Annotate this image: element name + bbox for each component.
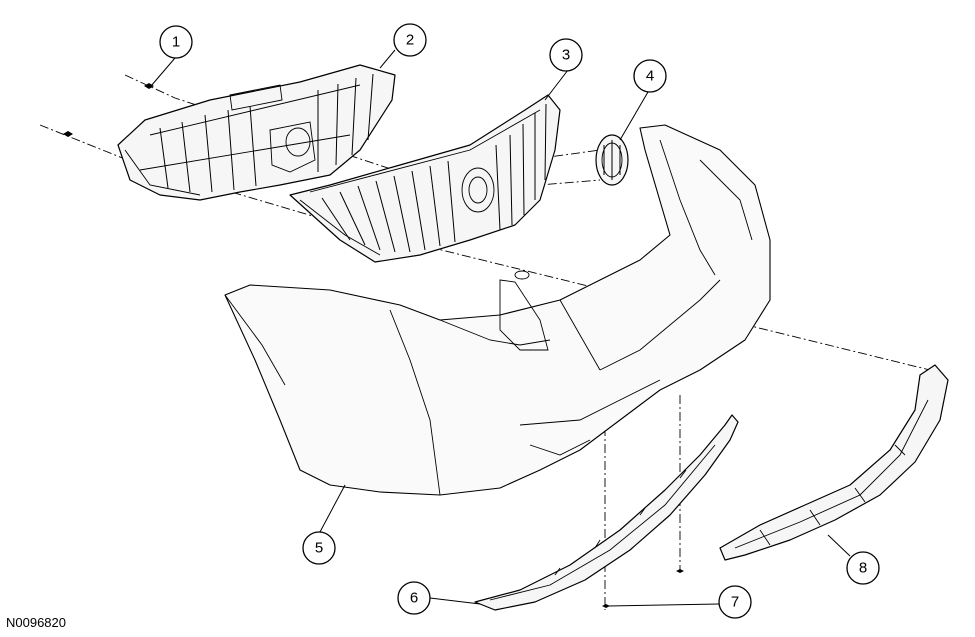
emblem — [595, 134, 629, 186]
callout-4: 4 — [633, 59, 667, 93]
figure-id: N0096820 — [6, 615, 66, 630]
callout-8-number: 8 — [859, 560, 867, 577]
callout-4-number: 4 — [646, 68, 654, 85]
callout-2-number: 2 — [406, 32, 414, 49]
grille-reinforcement — [117, 64, 396, 201]
callout-1: 1 — [159, 25, 193, 59]
callout-6: 6 — [397, 581, 431, 615]
grille-slats — [321, 103, 547, 253]
callout-7: 7 — [718, 585, 752, 619]
callout-8: 8 — [846, 551, 880, 585]
pin-retainer-1 — [144, 83, 154, 89]
callout-5-number: 5 — [315, 540, 323, 557]
callout-3-number: 3 — [562, 47, 570, 64]
radiator-grille — [289, 94, 561, 263]
callout-6-number: 6 — [410, 590, 418, 607]
screw-7a — [602, 604, 610, 608]
callout-7-number: 7 — [731, 594, 739, 611]
bumper-cover — [224, 124, 771, 496]
reinforcement-slats — [159, 73, 374, 193]
pin-retainer-1b — [63, 131, 73, 137]
callout-2: 2 — [393, 23, 427, 57]
leader-lines — [150, 49, 851, 607]
callout-1-number: 1 — [172, 34, 180, 51]
bumper-support — [719, 364, 949, 561]
screw-7b — [676, 569, 684, 573]
air-deflector — [474, 414, 739, 611]
callout-3: 3 — [549, 38, 583, 72]
callout-5: 5 — [302, 531, 336, 565]
